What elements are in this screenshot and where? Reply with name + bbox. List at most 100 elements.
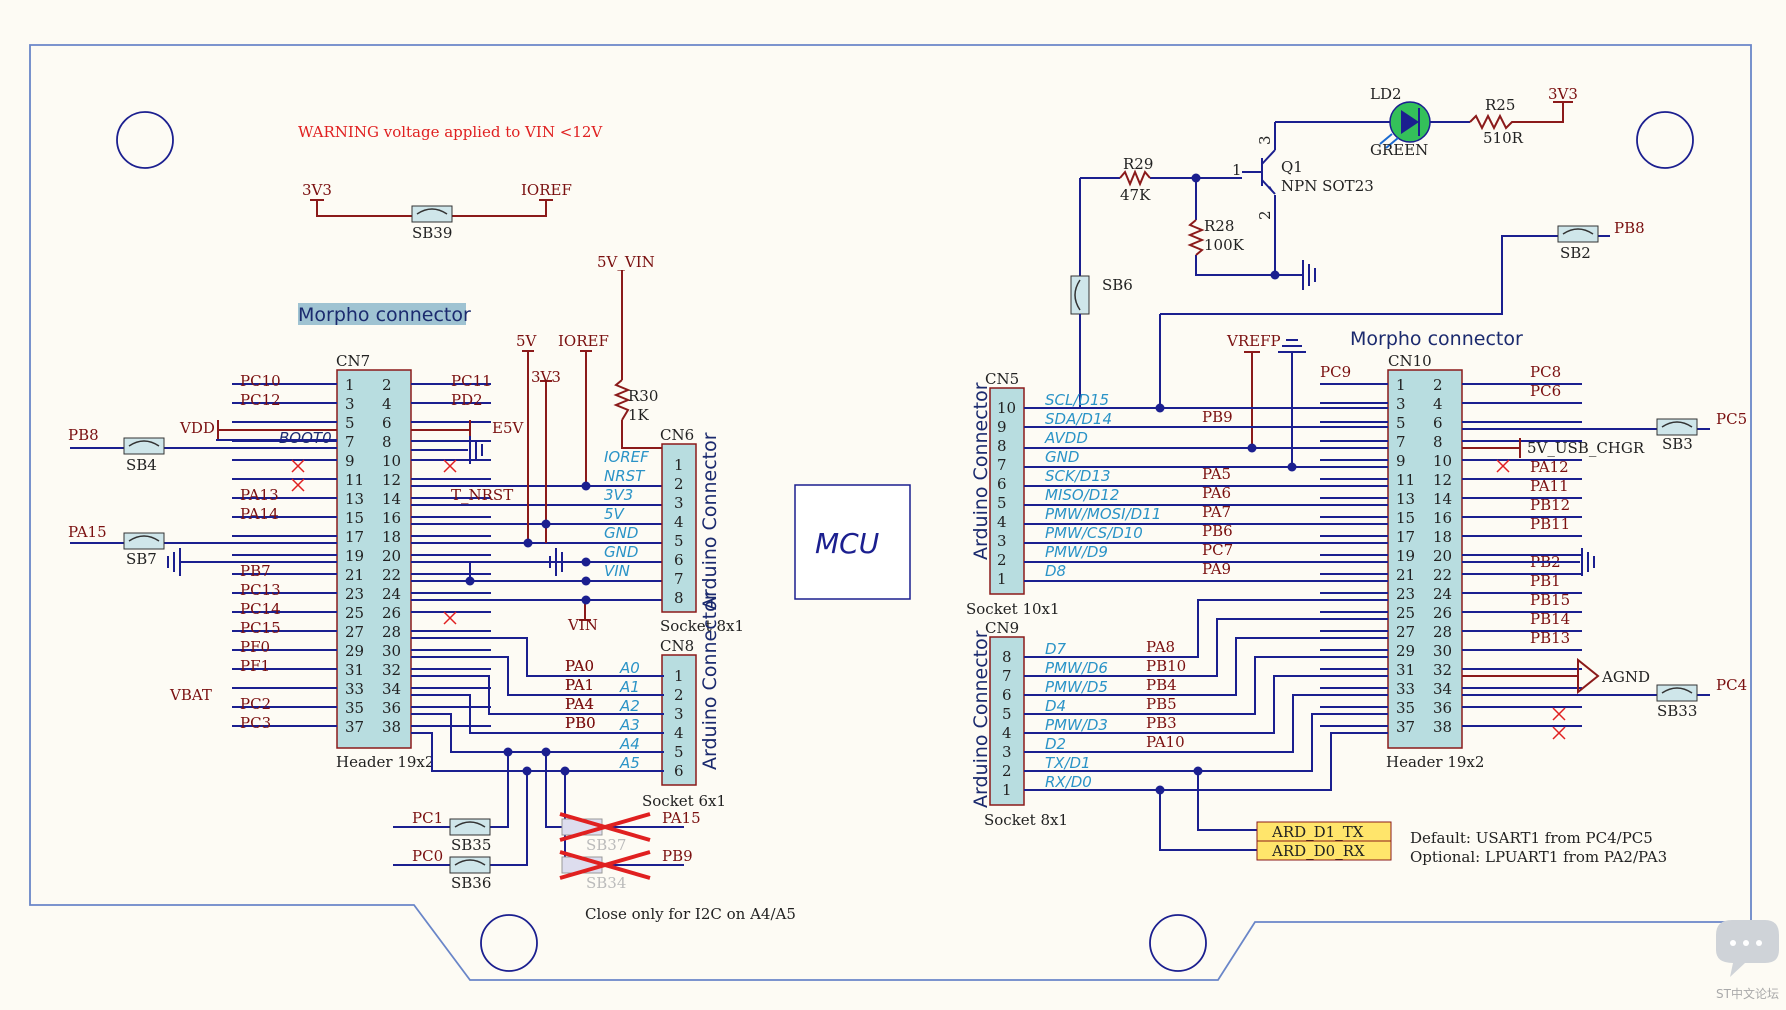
pin-number: 33 (345, 680, 364, 698)
pin-number: 8 (1002, 648, 1012, 666)
cn7-cn8-wires (393, 637, 684, 866)
pin-number: 6 (674, 551, 684, 569)
signal-label: PMW/CS/D10 (1045, 524, 1143, 542)
pin-number: 8 (674, 589, 684, 607)
pin-number: 38 (1433, 718, 1452, 736)
signal-label: SCK/D13 (1045, 467, 1111, 485)
net-label: PC9 (1320, 363, 1351, 381)
pin-number: 9 (1396, 452, 1406, 470)
pin-number: 5 (674, 743, 684, 761)
right-morpho-title: Morpho connector (1350, 328, 1523, 350)
pin-number: 11 (1396, 471, 1415, 489)
pin-number: 1 (674, 456, 684, 474)
pin-number: 31 (345, 661, 364, 679)
pin-number: 4 (997, 513, 1007, 531)
sb37-label: SB37 (586, 836, 626, 854)
net-label: PB12 (1530, 496, 1570, 514)
cn8-socket (661, 654, 697, 786)
pin-number: 23 (1396, 585, 1415, 603)
cn6-junctions (465, 481, 591, 605)
svg-text:PB7: PB7 (240, 562, 271, 580)
net-label: PA6 (1202, 484, 1231, 502)
led-color-label: GREEN (1370, 141, 1428, 159)
net-label: PA12 (1530, 458, 1569, 476)
q1-pin-1: 1 (1232, 161, 1242, 179)
r25-label: R25 (1485, 96, 1515, 114)
sb2-label: SB2 (1560, 244, 1591, 262)
pin-number: 35 (1396, 699, 1415, 717)
net-label: PA7 (1202, 503, 1231, 521)
pin-number: 6 (1433, 414, 1443, 432)
pin-number: 10 (997, 399, 1016, 417)
pin-number: 31 (1396, 661, 1415, 679)
net-label: PB5 (1146, 695, 1177, 713)
pin-number: 3 (1002, 743, 1012, 761)
pin-number: 29 (345, 642, 364, 660)
pin-number: 32 (382, 661, 401, 679)
signal-label: 5V (604, 505, 626, 523)
pin-number: 36 (1433, 699, 1452, 717)
pin-number: 30 (1433, 642, 1452, 660)
pin-number: 13 (1396, 490, 1415, 508)
cn9-cn10-wires (1024, 599, 1388, 851)
pin-number: 10 (1433, 452, 1452, 470)
sb36-label: SB36 (451, 874, 491, 892)
pin-number: 8 (382, 433, 392, 451)
r28-value: 100K (1204, 236, 1245, 254)
sb37-jumper-open (559, 812, 651, 842)
svg-text:PA13: PA13 (240, 486, 279, 504)
cn7-footer: Header 19x2 (336, 753, 434, 771)
pin-number: 1 (345, 376, 355, 394)
pin-number: 22 (382, 566, 401, 584)
svg-text:T_NRST: T_NRST (451, 486, 513, 504)
cn5-signals: SCL/D15SDA/D14AVDDGNDSCK/D13MISO/D12PMW/… (1044, 391, 1161, 580)
svg-text:PA1: PA1 (565, 676, 594, 694)
pin-number: 7 (997, 456, 1007, 474)
right-3v3-label: 3V3 (1548, 85, 1578, 103)
signal-label: NRST (604, 467, 646, 485)
net-ioref-label: IOREF (521, 181, 572, 199)
pb9-label: PB9 (662, 847, 693, 865)
pin-number: 7 (1396, 433, 1406, 451)
pin-number: 6 (382, 414, 392, 432)
pin-number: 37 (345, 718, 364, 736)
signal-label: A2 (619, 697, 640, 715)
svg-text:PC12: PC12 (240, 391, 281, 409)
pin-number: 38 (382, 718, 401, 736)
mounting-hole (116, 111, 174, 169)
pin-number: 15 (345, 509, 364, 527)
pin-number: 16 (1433, 509, 1452, 527)
signal-label: SCL/D15 (1045, 391, 1109, 409)
net-label: PB13 (1530, 629, 1570, 647)
pin-number: 20 (382, 547, 401, 565)
net-label: PB0 (565, 714, 596, 732)
signal-label: PMW/D5 (1045, 678, 1108, 696)
cn5-name: Arduino Connector (970, 382, 992, 560)
signal-label: A3 (619, 716, 640, 734)
pin-number: 5 (345, 414, 355, 432)
pin-number: 36 (382, 699, 401, 717)
cn10-wires (1320, 383, 1582, 727)
pin-number: 37 (1396, 718, 1415, 736)
signal-label: SDA/D14 (1045, 410, 1112, 428)
svg-text:PC11: PC11 (451, 372, 492, 390)
pin-number: 29 (1396, 642, 1415, 660)
pin-number: 4 (382, 395, 392, 413)
ard-d0-rx-label: ARD_D0_RX (1271, 842, 1365, 860)
pin-number: 5 (1002, 705, 1012, 723)
net-label: PA4 (565, 695, 594, 713)
pin-number: 16 (382, 509, 401, 527)
pc5-label: PC5 (1716, 410, 1747, 428)
cn9-footer: Socket 8x1 (984, 811, 1068, 829)
pin-number: 30 (382, 642, 401, 660)
cn6-socket (661, 443, 697, 613)
pin-number: 3 (997, 532, 1007, 550)
cn8-footer: Socket 6x1 (642, 792, 726, 810)
svg-text:BOOT0: BOOT0 (279, 429, 332, 447)
pin-number: 21 (1396, 566, 1415, 584)
i2c-note: Close only for I2C on A4/A5 (585, 905, 796, 923)
default-note: Default: USART1 from PC4/PC5 (1410, 829, 1653, 847)
signal-label: PMW/D6 (1045, 659, 1108, 677)
sb4-jumper (70, 437, 337, 455)
